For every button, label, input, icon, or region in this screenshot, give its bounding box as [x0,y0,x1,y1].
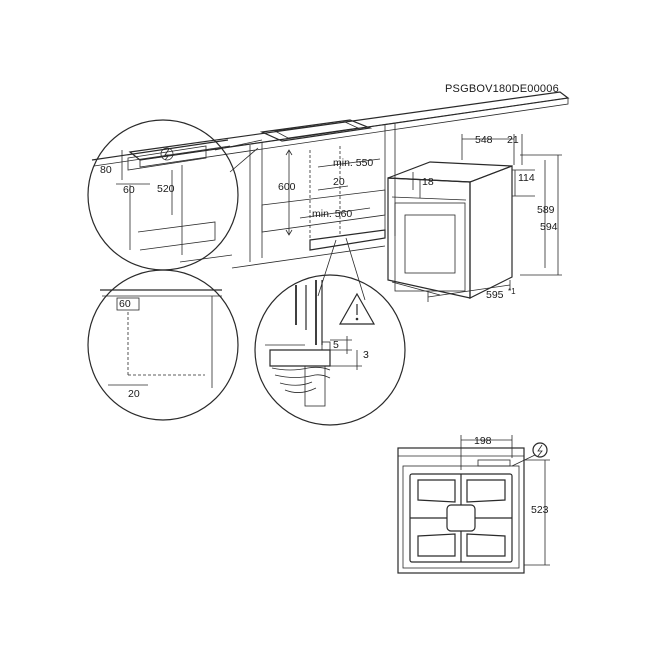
bottom-gap-label: 20 [128,388,140,400]
electric-connection-icon [511,442,548,467]
rear-opening-label: 60 [119,298,131,310]
detail-circle-center: 5 3 [254,274,406,426]
niche-depth-label: min. 560 [312,208,352,220]
niche-height-label: 600 [278,181,296,193]
oven-panel-height-label: 114 [518,172,535,184]
oven-width-note: *1 [508,287,516,296]
detail-circle-bottom: 60 20 [87,269,239,421]
rear-height-label: 523 [531,504,549,516]
oven-body-height-label: 589 [537,204,555,216]
connector-line [317,239,337,297]
oven-perspective: 548 21 18 114 589 594 595 *1 [387,134,562,302]
oven-width-label: 595 [486,289,504,301]
oven-top-offset-label: 18 [422,176,434,188]
cabinet-perspective: 600 min. 550 20 min. 560 [128,91,570,269]
gap-b-label: 3 [363,349,369,361]
connector-line [345,237,366,301]
detail-circle-top: 80 60 520 [87,119,239,271]
document-code: PSGBOV180DE00006 [445,83,559,95]
warning-triangle-icon [338,292,376,325]
depth-label: 520 [157,183,175,195]
gap-side-label: 60 [123,184,135,196]
electric-connection-icon [160,147,174,161]
niche-width-label: min. 550 [333,157,373,169]
oven-door-depth-label: 21 [507,134,519,146]
oven-total-height-label: 594 [540,221,558,233]
rear-view: 198 523 [397,435,550,574]
connector-line [214,139,263,151]
gap-a-label: 5 [333,339,339,351]
oven-depth-label: 548 [475,134,493,146]
gap-top-label: 80 [100,164,112,176]
connector-line [229,147,259,173]
terminal-offset-label: 198 [474,435,492,447]
niche-gap-label: 20 [333,176,345,188]
